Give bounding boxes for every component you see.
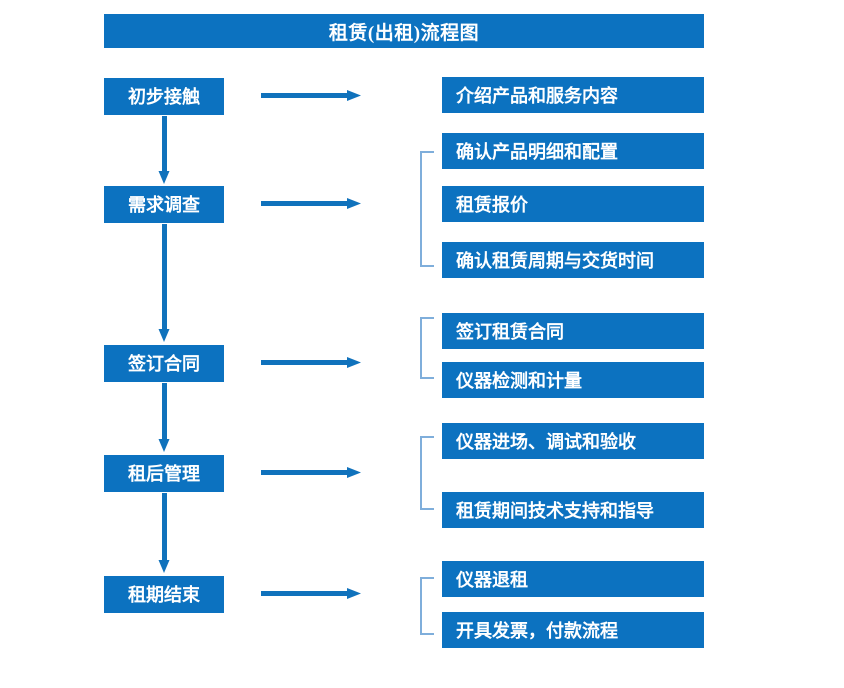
detail-box-仪器退租[interactable]: 仪器退租 <box>442 561 704 597</box>
group-bracket-租期结束 <box>420 577 434 635</box>
detail-box-确认租赁周期与交货时间[interactable]: 确认租赁周期与交货时间 <box>442 242 704 278</box>
detail-box-签订租赁合同[interactable]: 签订租赁合同 <box>442 313 704 349</box>
detail-box-介绍产品和服务内容[interactable]: 介绍产品和服务内容 <box>442 77 704 113</box>
detail-box-租赁期间技术支持和指导[interactable]: 租赁期间技术支持和指导 <box>442 492 704 528</box>
flow-arrow-right-icon-5 <box>261 588 361 599</box>
group-bracket-签订合同 <box>420 317 434 379</box>
detail-box-确认产品明细和配置[interactable]: 确认产品明细和配置 <box>442 133 704 169</box>
flow-arrow-right-icon-4 <box>261 467 361 478</box>
detail-box-开具发票付款流程[interactable]: 开具发票，付款流程 <box>442 612 704 648</box>
stage-node-租后管理[interactable]: 租后管理 <box>104 455 224 492</box>
detail-box-仪器检测和计量[interactable]: 仪器检测和计量 <box>442 362 704 398</box>
group-bracket-需求调查 <box>420 151 434 267</box>
page-title: 租赁(出租)流程图 <box>104 14 704 48</box>
detail-box-仪器进场调试和验收[interactable]: 仪器进场、调试和验收 <box>442 423 704 459</box>
stage-node-初步接触[interactable]: 初步接触 <box>104 78 224 115</box>
stage-node-租期结束[interactable]: 租期结束 <box>104 576 224 613</box>
flow-arrow-right-icon-3 <box>261 357 361 368</box>
group-bracket-租后管理 <box>420 436 434 510</box>
stage-node-需求调查[interactable]: 需求调查 <box>104 186 224 223</box>
flow-arrow-down-icon-1 <box>158 116 170 184</box>
flow-arrow-right-icon-1 <box>261 90 361 101</box>
detail-box-租赁报价[interactable]: 租赁报价 <box>442 186 704 222</box>
flow-arrow-right-icon-2 <box>261 198 361 209</box>
flow-arrow-down-icon-4 <box>158 493 170 573</box>
flow-arrow-down-icon-2 <box>158 224 170 342</box>
stage-node-签订合同[interactable]: 签订合同 <box>104 345 224 382</box>
flow-arrow-down-icon-3 <box>158 383 170 452</box>
